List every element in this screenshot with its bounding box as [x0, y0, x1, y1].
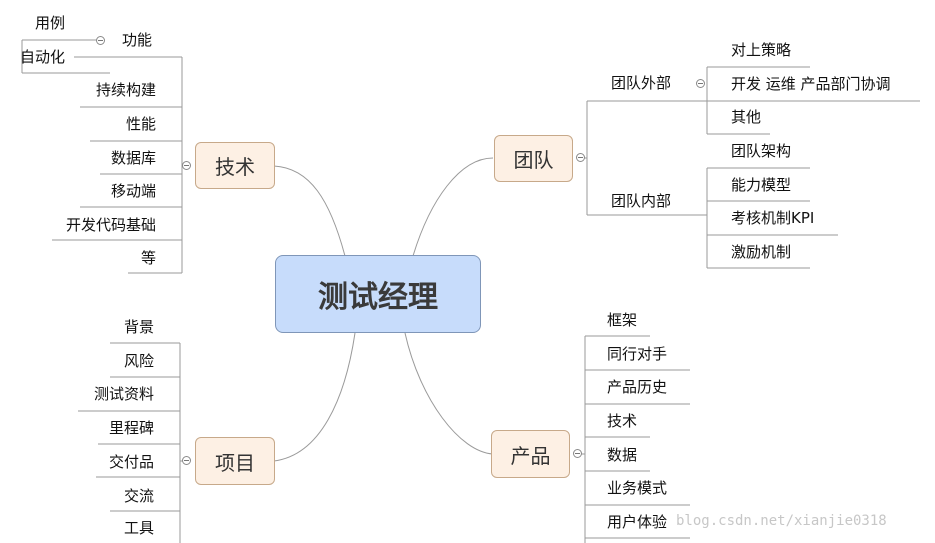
collapse-team-external-icon[interactable]: [696, 79, 705, 88]
product-item-6[interactable]: 业务模式: [607, 479, 668, 497]
tech-item-2[interactable]: 性能: [125, 115, 156, 133]
team-external-item-2[interactable]: 开发 运维 产品部门协调: [731, 75, 891, 93]
tech-item-4[interactable]: 移动端: [110, 182, 156, 200]
branch-technology[interactable]: 技术: [195, 142, 275, 189]
team-external-item-3[interactable]: 其他: [731, 108, 762, 126]
feature-item-1[interactable]: 用例: [35, 14, 66, 32]
team-internal-item-1[interactable]: 团队架构: [731, 142, 792, 160]
tech-item-6[interactable]: 等: [140, 249, 156, 267]
collapse-project-icon[interactable]: [182, 456, 191, 465]
branch-product[interactable]: 产品: [491, 430, 570, 478]
collapse-team-icon[interactable]: [576, 153, 585, 162]
watermark: blog.csdn.net/xianjie0318: [676, 513, 887, 529]
collapse-technology-icon[interactable]: [182, 161, 191, 170]
team-internal-item-3[interactable]: 考核机制KPI: [731, 209, 815, 227]
team-external-label[interactable]: 团队外部: [611, 74, 672, 92]
branch-project[interactable]: 项目: [195, 437, 275, 485]
project-item-7[interactable]: 工具: [123, 519, 154, 537]
team-internal-item-4[interactable]: 激励机制: [731, 243, 792, 261]
project-item-2[interactable]: 风险: [123, 352, 154, 370]
product-item-1[interactable]: 框架: [607, 311, 638, 329]
product-item-5[interactable]: 数据: [607, 446, 638, 464]
product-item-3[interactable]: 产品历史: [607, 378, 668, 396]
tech-item-5[interactable]: 开发代码基础: [65, 216, 156, 234]
branch-team[interactable]: 团队: [494, 135, 573, 182]
team-internal-item-2[interactable]: 能力模型: [731, 176, 792, 194]
team-external-item-1[interactable]: 对上策略: [731, 41, 792, 59]
project-item-5[interactable]: 交付品: [108, 453, 154, 471]
feature-item-2[interactable]: 自动化: [20, 48, 66, 66]
collapse-product-icon[interactable]: [573, 449, 582, 458]
project-item-4[interactable]: 里程碑: [108, 419, 154, 437]
collapse-feature-icon[interactable]: [96, 36, 105, 45]
project-item-3[interactable]: 测试资料: [93, 385, 154, 403]
tech-feature-label[interactable]: 功能: [122, 31, 153, 49]
team-internal-label[interactable]: 团队内部: [611, 192, 672, 210]
product-item-4[interactable]: 技术: [607, 412, 638, 430]
product-item-2[interactable]: 同行对手: [607, 345, 668, 363]
project-item-6[interactable]: 交流: [123, 487, 154, 505]
tech-item-3[interactable]: 数据库: [110, 149, 156, 167]
root-node[interactable]: 测试经理: [275, 255, 481, 333]
project-item-1[interactable]: 背景: [123, 318, 154, 336]
tech-item-1[interactable]: 持续构建: [95, 81, 156, 99]
product-item-7[interactable]: 用户体验: [607, 513, 668, 531]
